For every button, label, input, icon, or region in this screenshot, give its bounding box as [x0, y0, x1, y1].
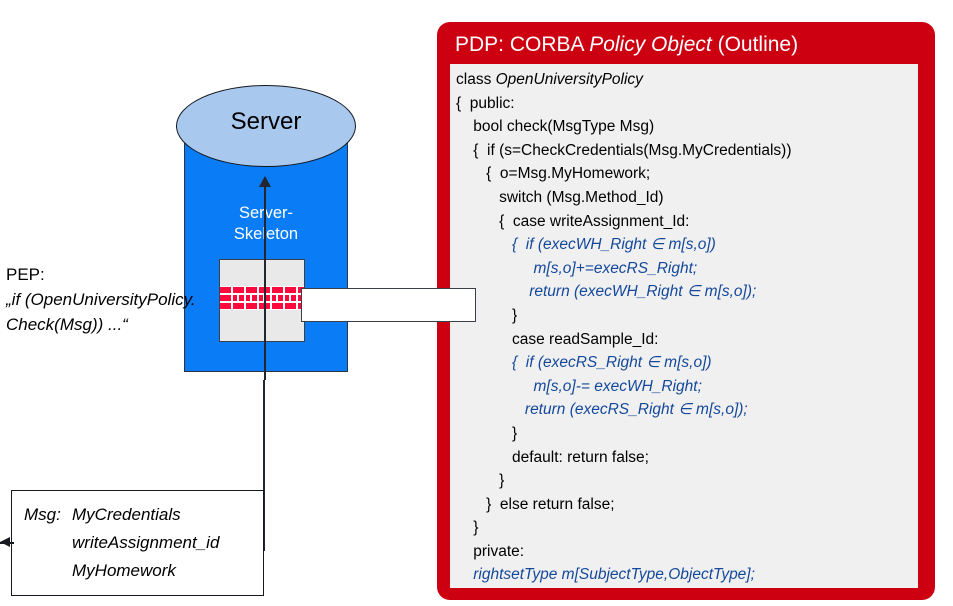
code-line-10: } [456, 306, 518, 324]
code-line-2: bool check(MsgType Msg) [456, 118, 655, 136]
pep-quote-line1: „if (OpenUniversityPolicy. [6, 290, 196, 309]
msg-field-0: MyCredentials [72, 505, 181, 524]
code-line-17: } [456, 472, 505, 490]
msg-field-2: MyHomework [72, 561, 176, 580]
msg-inbound-arrow-line [0, 542, 14, 544]
code-line-20: private: [456, 542, 525, 560]
pdp-panel: PDP: CORBA Policy Object (Outline) class… [437, 22, 935, 600]
code-line-22: } [456, 587, 918, 588]
pdp-title-italic: Policy Object [589, 33, 712, 56]
code-line-18: } else return false; [456, 495, 615, 513]
message-flow-arrow-line [264, 182, 266, 380]
pdp-panel-title: PDP: CORBA Policy Object (Outline) [455, 33, 798, 57]
code-line-3: { if (s=CheckCredentials(Msg.MyCredentia… [456, 141, 792, 159]
server-skeleton-label-line1: Server- [238, 204, 294, 222]
pep-quote-line2: Check(Msg)) ...“ [6, 315, 128, 334]
message-flow-arrow-head-icon [259, 176, 271, 187]
msg-connector-vertical-line [263, 380, 265, 550]
code-line-14: return (execRS_Right ∈ m[s,o]); [456, 401, 748, 419]
server-skeleton-label-line2: Skeleton [233, 225, 299, 243]
code-line-1: { public: [456, 94, 515, 112]
server-label: Server [230, 108, 302, 135]
msg-box: Msg: MyCredentials writeAssignment_id My… [11, 490, 264, 596]
pep-annotation: PEP: „if (OpenUniversityPolicy. Check(Ms… [6, 262, 196, 337]
server-skeleton-label: Server- Skeleton [184, 203, 348, 245]
policy-enforcement-point-box [219, 259, 305, 342]
pep-label: PEP: [6, 265, 45, 284]
pdp-title-prefix: PDP: CORBA [455, 33, 590, 56]
pep-to-pdp-connector [301, 288, 476, 322]
msg-box-label: Msg: [24, 505, 61, 524]
brick-wall-icon [220, 286, 304, 310]
code-line-21: rightsetType m[SubjectType,ObjectType]; [456, 566, 755, 584]
code-line-6: { case writeAssignment_Id: [456, 212, 690, 230]
msg-field-1: writeAssignment_id [72, 533, 220, 552]
code-line-5: switch (Msg.Method_Id) [456, 188, 664, 206]
code-line-9: return (execWH_Right ∈ m[s,o]); [456, 283, 757, 301]
server-cylinder-top: Server [176, 85, 356, 167]
code-line-0-italic: OpenUniversityPolicy [495, 71, 643, 88]
code-line-11: case readSample_Id: [456, 330, 659, 348]
code-line-13: m[s,o]-= execWH_Right; [456, 377, 702, 395]
policy-object-code-listing: class OpenUniversityPolicy { public: bool… [450, 64, 918, 588]
code-line-19: } [456, 519, 479, 537]
code-line-8: m[s,o]+=execRS_Right; [456, 259, 698, 277]
code-line-16: default: return false; [456, 448, 649, 466]
code-line-12: { if (execRS_Right ∈ m[s,o]) [456, 354, 712, 372]
code-line-15: } [456, 424, 518, 442]
pdp-title-suffix: (Outline) [711, 33, 799, 56]
code-line-4: { o=Msg.MyHomework; [456, 165, 651, 183]
code-line-7: { if (execWH_Right ∈ m[s,o]) [456, 236, 716, 254]
code-line-0: class OpenUniversityPolicy [456, 71, 643, 88]
